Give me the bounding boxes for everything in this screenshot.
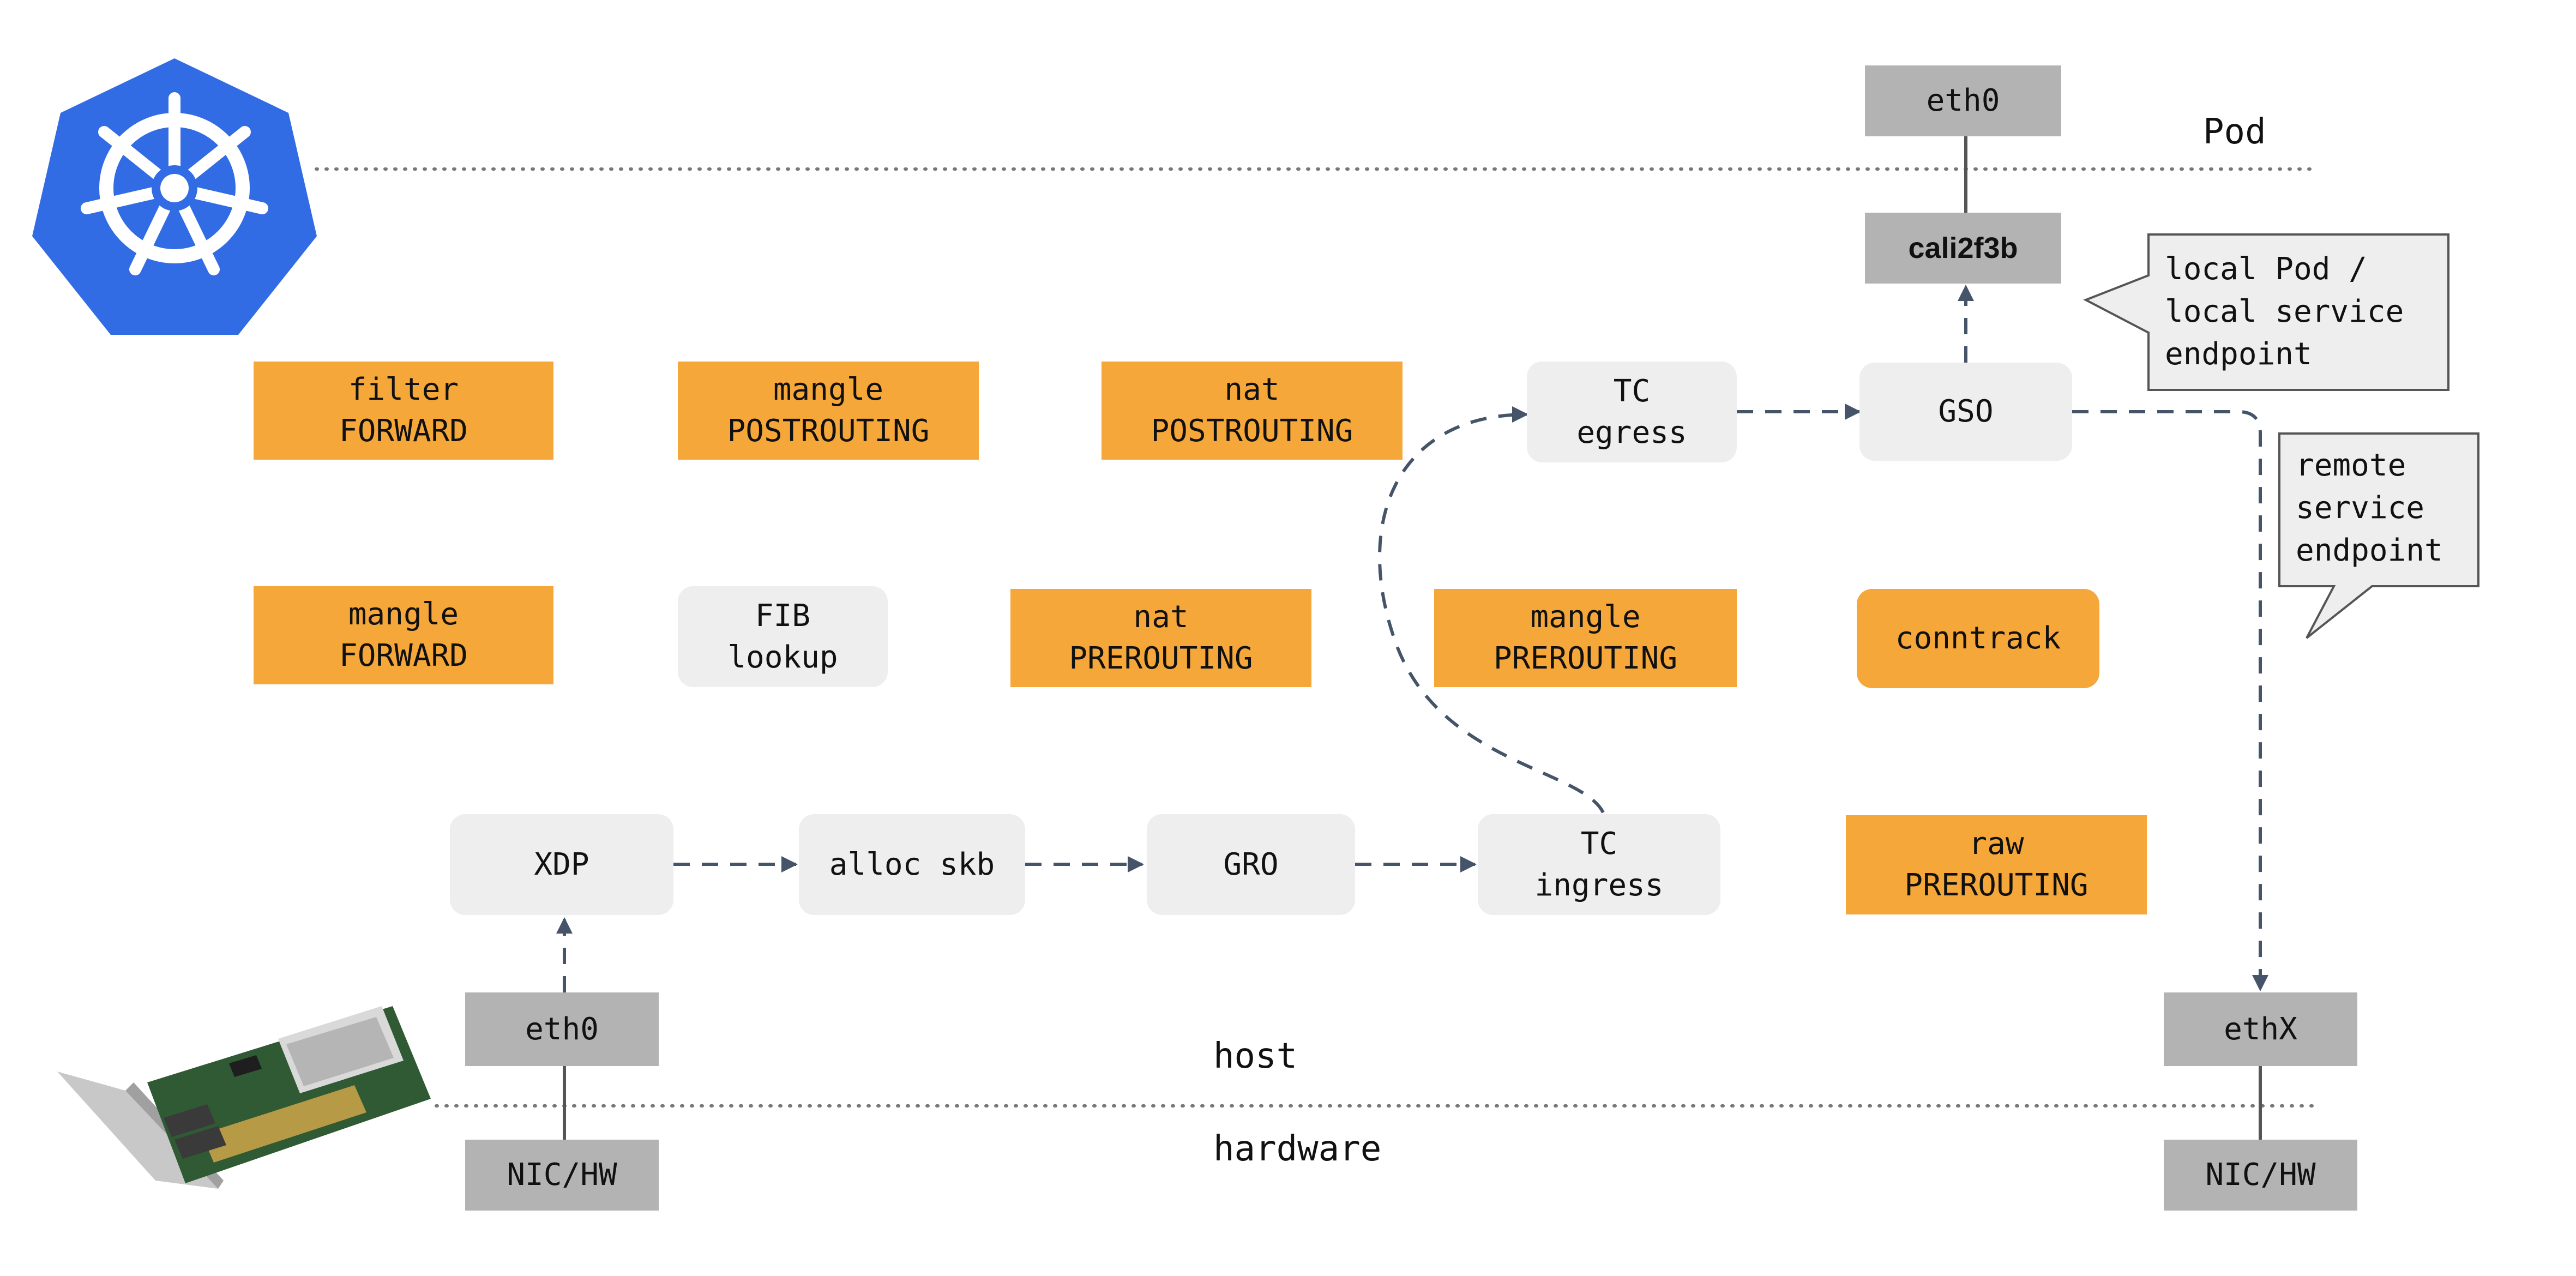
mangle-postrouting-hook: mangle POSTROUTING xyxy=(678,362,979,460)
pod-eth0-interface: eth0 xyxy=(1865,65,2061,136)
flow-arrows xyxy=(556,285,2268,992)
arrow-gso-to-ethx xyxy=(2072,410,2268,991)
remote-endpoint-callout: remote service endpoint xyxy=(2296,448,2443,568)
fib-lookup-stage: FIB lookup xyxy=(678,586,888,687)
ethx-interface: ethX xyxy=(2164,992,2357,1066)
remote-callout-shape xyxy=(2278,432,2479,639)
conntrack-hook: conntrack xyxy=(1857,589,2099,688)
cali-interface: cali2f3b xyxy=(1865,213,2061,284)
local-callout-shape xyxy=(2083,233,2449,391)
kubernetes-logo-icon xyxy=(32,58,317,335)
cali-label: cali2f3b xyxy=(1908,232,2018,264)
tc-egress-stage: TC egress xyxy=(1527,362,1737,462)
hardware-label: hardware xyxy=(1213,1129,1382,1169)
pod-eth0-label: eth0 xyxy=(1926,83,2000,118)
mangle-prerouting-hook: mangle PREROUTING xyxy=(1434,589,1737,687)
local-endpoint-callout: local Pod / local service endpoint xyxy=(2165,251,2404,372)
nat-prerouting-hook: nat PREROUTING xyxy=(1010,589,1311,687)
pod-label: Pod xyxy=(2203,112,2266,152)
host-nic-hw: NIC/HW xyxy=(465,1140,659,1211)
gso-stage: GSO xyxy=(1859,363,2072,461)
nat-postrouting-hook: nat POSTROUTING xyxy=(1102,362,1403,460)
xdp-stage: XDP xyxy=(450,814,673,915)
host-eth0-interface: eth0 xyxy=(465,992,659,1066)
network-card-icon xyxy=(57,1006,431,1189)
raw-prerouting-hook: raw PREROUTING xyxy=(1846,815,2147,914)
arrow-tc-ingress-to-tc-egress xyxy=(1378,406,1605,814)
host-label: host xyxy=(1213,1036,1298,1076)
gro-stage: GRO xyxy=(1147,814,1355,915)
tc-ingress-stage: TC ingress xyxy=(1478,814,1720,915)
mangle-forward-hook: mangle FORWARD xyxy=(254,586,553,684)
alloc-skb-stage: alloc skb xyxy=(799,814,1025,915)
ethx-nic-hw: NIC/HW xyxy=(2164,1140,2357,1211)
filter-forward-hook: filter FORWARD xyxy=(254,362,553,460)
